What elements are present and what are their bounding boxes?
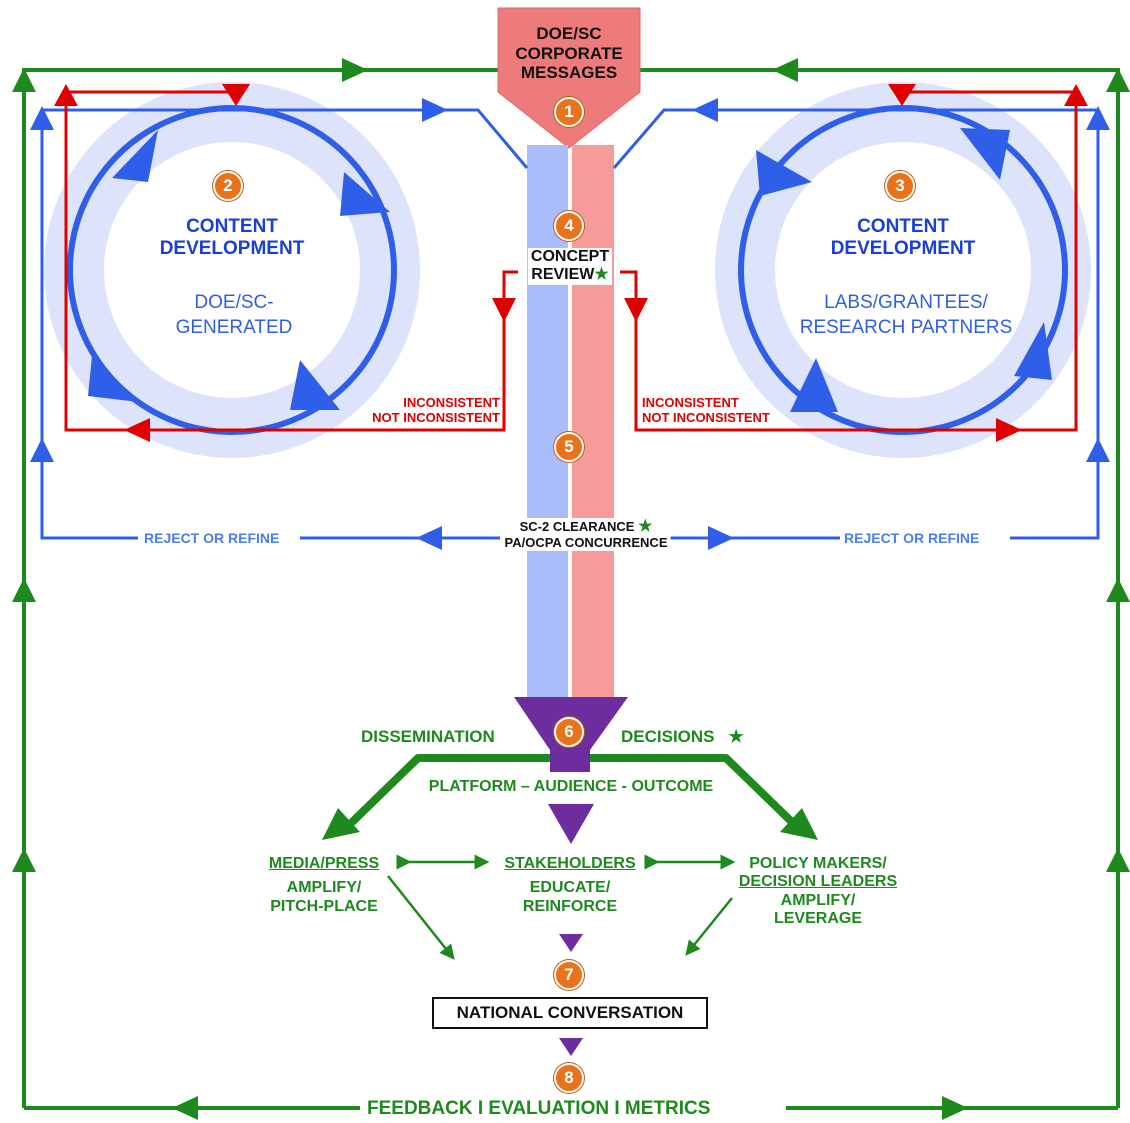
partner-column [572, 145, 614, 705]
clearance-label: SC-2 CLEARANCE ★ PA/OCPA CONCURRENCE [501, 518, 671, 552]
stakeholders-title: STAKEHOLDERS [504, 855, 636, 872]
step-1-badge: 1 [554, 97, 584, 127]
stakeholders-action-2: REINFORCE [522, 897, 618, 915]
decisions-label: DECISIONS ★ [621, 727, 744, 747]
header-line-3: MESSAGES [520, 63, 618, 83]
clearance-star-icon: ★ [638, 518, 653, 535]
approval-star-icon: ★ [594, 266, 609, 284]
step-2-badge: 2 [213, 171, 243, 201]
right-sub-line-2: RESEARCH PARTNERS [799, 316, 1013, 338]
feedback-arrowheads [12, 58, 1130, 1120]
funnel-down-arrow [548, 804, 594, 844]
cycle-arrowheads [88, 128, 1052, 412]
right-cycle-inner [775, 142, 1031, 398]
right-cycle-ring [738, 105, 1068, 435]
left-title-line-2: DEVELOPMENT [159, 237, 305, 259]
right-inconsistent-label: INCONSISTENT [642, 395, 739, 410]
header-line-1: DOE/SC [536, 24, 602, 43]
stakeholders-block: STAKEHOLDERS EDUCATE/ REINFORCE [504, 855, 635, 916]
dissemination-branches [343, 754, 799, 831]
clearance-line-1: SC-2 CLEARANCE [519, 519, 635, 534]
concept-review-line-1: CONCEPT [530, 248, 610, 265]
policy-title-line-1: POLICY MAKERS/ [749, 855, 887, 872]
left-cycle-ring [67, 105, 397, 435]
corporate-messages-arrow [497, 7, 641, 149]
step-3-badge: 3 [885, 171, 915, 201]
right-cycle-subtitle: LABS/GRANTEES/ RESEARCH PARTNERS [800, 292, 1013, 339]
reject-refine-arrowheads [30, 98, 1110, 550]
national-conversation-box: NATIONAL CONVERSATION [432, 997, 708, 1029]
platform-audience-outcome: PLATFORM – AUDIENCE - OUTCOME [428, 778, 714, 795]
step-4-badge: 4 [554, 211, 584, 241]
right-title-line-1: CONTENT [857, 216, 949, 237]
feedback-label: FEEDBACK I EVALUATION I METRICS [365, 1098, 713, 1120]
policy-action-1: AMPLIFY/ [780, 891, 856, 909]
header-line-2: CORPORATE [515, 43, 623, 63]
left-not-inconsistent-label: NOT INCONSISTENT [372, 409, 500, 425]
right-sub-line-1: LABS/GRANTEES/ [824, 292, 988, 313]
corporate-messages-label: DOE/SC CORPORATE MESSAGES [515, 24, 622, 83]
left-review-outcomes: INCONSISTENT NOT INCONSISTENT [340, 395, 500, 426]
left-cycle-subtitle: DOE/SC- GENERATED [176, 292, 293, 339]
policy-action-2: LEVERAGE [773, 910, 862, 928]
flow-arrows [559, 934, 583, 1056]
left-reject-refine-label: REJECT OR REFINE [140, 530, 284, 547]
media-press-block: MEDIA/PRESS AMPLIFY/ PITCH-PLACE [269, 855, 379, 916]
media-press-title: MEDIA/PRESS [268, 855, 380, 872]
decisions-star-icon: ★ [728, 727, 744, 746]
decisions-text: DECISIONS [621, 727, 715, 746]
clearance-line-2: PA/OCPA CONCURRENCE [504, 535, 668, 551]
media-action-1: AMPLIFY/ [286, 879, 362, 897]
step-5-badge: 5 [554, 432, 584, 462]
concept-review-line-2: REVIEW [531, 266, 595, 284]
dissemination-label: DISSEMINATION [361, 727, 495, 746]
stakeholders-action-1: EDUCATE/ [529, 879, 611, 897]
right-not-inconsistent-label: NOT INCONSISTENT [642, 409, 770, 425]
media-action-2: PITCH-PLACE [270, 897, 378, 915]
policy-title-line-2: DECISION LEADERS [738, 873, 898, 891]
right-title-line-2: DEVELOPMENT [830, 237, 976, 259]
right-cycle-title: CONTENT DEVELOPMENT [831, 216, 976, 260]
step-6-badge: 6 [554, 717, 584, 747]
branch-arrowheads [322, 808, 818, 840]
left-sub-line-2: GENERATED [175, 316, 293, 338]
left-cycle-title: CONTENT DEVELOPMENT [160, 216, 305, 260]
left-title-line-1: CONTENT [186, 216, 278, 237]
left-inconsistent-label: INCONSISTENT [403, 395, 500, 410]
national-conversation-label: NATIONAL CONVERSATION [456, 1003, 684, 1022]
left-cycle-inner [104, 142, 360, 398]
review-arrowheads [54, 84, 1088, 442]
audience-connectors [387, 854, 736, 960]
policy-makers-block: POLICY MAKERS/ DECISION LEADERS AMPLIFY/… [739, 855, 897, 929]
step-7-badge: 7 [554, 960, 584, 990]
concept-review-label: CONCEPT REVIEW★ [527, 248, 613, 285]
right-review-outcomes: INCONSISTENT NOT INCONSISTENT [642, 395, 770, 426]
right-reject-refine-label: REJECT OR REFINE [840, 530, 984, 547]
step-8-badge: 8 [554, 1063, 584, 1093]
left-sub-line-1: DOE/SC- [194, 292, 274, 313]
